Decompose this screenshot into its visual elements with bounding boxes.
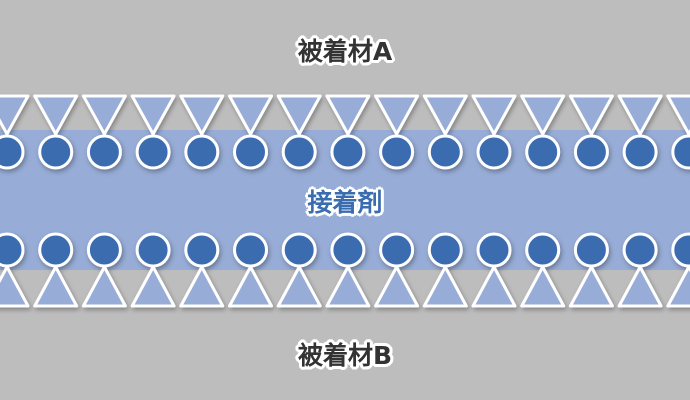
substrate-a-label: 被着材A	[297, 37, 393, 66]
molecule-head	[330, 232, 366, 268]
molecule	[568, 232, 614, 308]
top-molecule-row	[0, 94, 690, 170]
molecule	[228, 232, 273, 308]
molecule	[374, 232, 420, 308]
molecule	[33, 232, 79, 308]
molecule	[666, 232, 690, 308]
molecule	[179, 232, 225, 308]
molecule-tail	[130, 94, 176, 136]
molecule-tail	[568, 265, 614, 308]
molecule-tail	[568, 94, 614, 136]
molecule-tail	[666, 265, 690, 308]
molecule-head	[525, 134, 561, 170]
molecule-head	[38, 134, 74, 170]
molecule-head	[573, 134, 609, 170]
molecule-head	[0, 232, 25, 268]
molecule	[520, 232, 566, 308]
molecule-head	[38, 232, 74, 268]
molecule-tail	[0, 265, 30, 308]
molecule-tail	[81, 265, 127, 308]
molecule-head	[622, 134, 658, 170]
molecule	[130, 94, 176, 170]
substrate-b-label: 被着材B	[297, 341, 393, 370]
molecule-head	[330, 134, 366, 170]
molecule-tail	[33, 94, 79, 136]
molecule	[33, 94, 79, 170]
molecule	[471, 94, 517, 170]
molecule-tail	[374, 94, 420, 136]
molecule-tail	[276, 94, 322, 136]
molecule-tail	[33, 265, 79, 308]
molecule	[81, 94, 127, 170]
molecule	[276, 94, 322, 170]
molecule	[325, 94, 371, 170]
molecule	[81, 232, 127, 308]
molecule	[0, 232, 30, 308]
molecule-tail	[520, 265, 566, 308]
molecule-tail	[179, 265, 225, 308]
molecule-head	[573, 232, 609, 268]
molecule	[276, 232, 322, 308]
molecule	[228, 94, 273, 170]
molecule-tail	[81, 94, 127, 136]
molecule	[520, 94, 566, 170]
adhesive-label: 接着剤	[307, 188, 383, 217]
molecule	[568, 94, 614, 170]
molecule-tail	[130, 265, 176, 308]
molecule-head	[233, 134, 268, 170]
molecule	[617, 232, 663, 308]
molecule-tail	[228, 265, 273, 308]
molecule-tail	[422, 94, 468, 136]
molecule-head	[135, 134, 171, 170]
molecule-head	[281, 134, 317, 170]
molecule-tail	[471, 265, 517, 308]
molecule-tail	[422, 265, 468, 308]
molecule-tail	[666, 94, 690, 136]
molecule-head	[427, 134, 463, 170]
molecule-tail	[0, 94, 30, 136]
molecule-tail	[325, 265, 371, 308]
bottom-molecule-row	[0, 232, 690, 308]
molecule-tail	[471, 94, 517, 136]
molecule-head	[233, 232, 268, 268]
molecule-head	[427, 232, 463, 268]
molecule-head	[86, 232, 122, 268]
molecule	[471, 232, 517, 308]
molecule-head	[281, 232, 317, 268]
molecule-head	[476, 232, 512, 268]
molecule-tail	[374, 265, 420, 308]
molecule-head	[525, 232, 561, 268]
molecule-tail	[617, 265, 663, 308]
molecule	[0, 94, 30, 170]
molecule-tail	[617, 94, 663, 136]
molecule	[325, 232, 371, 308]
molecule-tail	[228, 94, 273, 136]
molecule	[422, 232, 468, 308]
molecule-head	[379, 232, 415, 268]
molecule-head	[184, 232, 220, 268]
molecule-head	[476, 134, 512, 170]
molecule-head	[622, 232, 658, 268]
molecule-tail	[520, 94, 566, 136]
molecule-tail	[325, 94, 371, 136]
molecule-head	[0, 134, 25, 170]
molecule-tail	[179, 94, 225, 136]
molecule-head	[379, 134, 415, 170]
molecule	[179, 94, 225, 170]
molecule-head	[184, 134, 220, 170]
molecule	[374, 94, 420, 170]
molecule	[422, 94, 468, 170]
molecule-head	[86, 134, 122, 170]
molecule	[617, 94, 663, 170]
molecule-head	[671, 134, 690, 170]
molecule-head	[135, 232, 171, 268]
molecule	[130, 232, 176, 308]
molecule	[666, 94, 690, 170]
molecule-tail	[276, 265, 322, 308]
molecule-head	[671, 232, 690, 268]
